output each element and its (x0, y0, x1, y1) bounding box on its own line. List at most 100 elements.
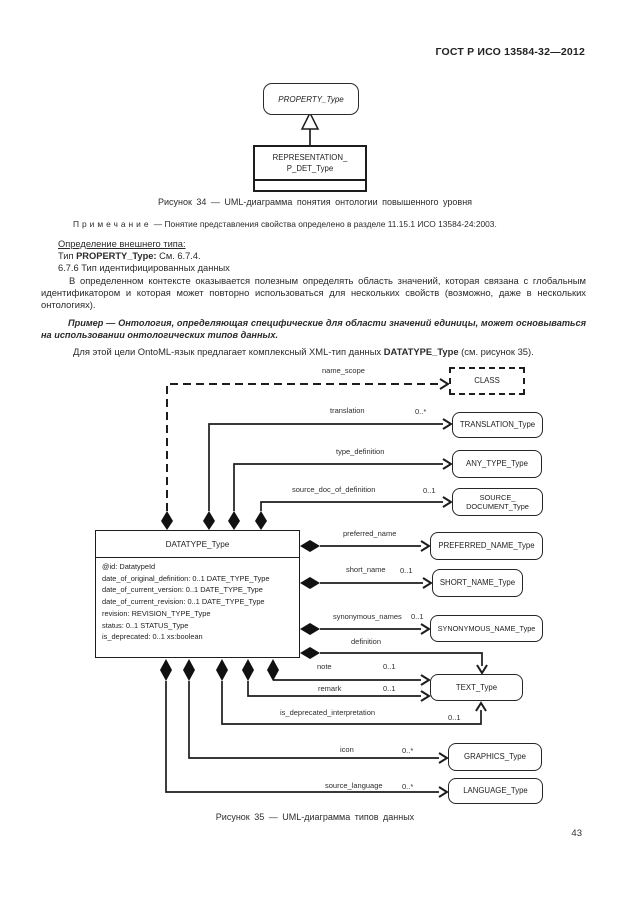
multiplicity-translation: 0..* (415, 407, 427, 416)
empty-compartment (255, 181, 365, 190)
connector-remark (247, 681, 421, 697)
paragraph2-prefix: Для этой цели OntoML-язык предлагает ком… (73, 346, 384, 357)
connector-name-scope (166, 383, 440, 511)
uml-class-class: CLASS (449, 367, 525, 395)
multiplicity-icon: 0..* (402, 746, 414, 755)
uml-class-source-document-type: SOURCE_ DOCUMENT_Type (452, 488, 543, 516)
arrowhead-preferred-name-icon (420, 540, 431, 552)
association-label-is-deprecated-interpretation: is_deprecated_interpretation (280, 708, 376, 717)
property-type-label: PROPERTY_Type (278, 94, 344, 104)
diamond-type-definition-icon (228, 511, 240, 530)
attribute-date-of-current-revision: date_of_current_revision: 0..1 DATE_TYPE… (102, 597, 265, 607)
association-label-short-name: short_name (346, 565, 386, 574)
diamond-preferred-name-icon (300, 540, 320, 552)
uml-class-language-type: LANGUAGE_Type (448, 778, 543, 804)
arrowhead-remark-icon (420, 690, 431, 702)
document-number: ГОСТ Р ИСО 13584-32—2012 (435, 46, 585, 58)
association-label-translation: translation (330, 406, 365, 415)
type-see-ref: См. 6.7.4. (156, 251, 201, 261)
diamond-note-icon (267, 659, 279, 681)
datatype-title: DATATYPE_Type (96, 531, 299, 558)
uml-class-property-type: PROPERTY_Type (263, 83, 359, 115)
note-word: Примечание (73, 219, 152, 229)
note-paragraph: Примечание — Понятие представления свойс… (73, 219, 497, 229)
attribute-date-of-original-definition: date_of_original_definition: 0..1 DATE_T… (102, 573, 270, 583)
diamond-source-language-icon (160, 659, 172, 681)
arrowhead-icon-icon (438, 752, 449, 764)
multiplicity-remark: 0..1 (383, 684, 396, 693)
paragraph2-suffix: (см. рисунок 35). (458, 346, 534, 357)
arrowhead-synonymous-names-icon (420, 623, 431, 635)
diamond-short-name-icon (300, 577, 320, 589)
connector-icon (188, 681, 439, 759)
association-label-note: note (317, 662, 332, 671)
body-paragraph-1: В определенном контексте оказывается пол… (41, 275, 586, 310)
arrowhead-note-icon (420, 674, 431, 686)
multiplicity-source-doc-of-definition: 0..1 (423, 486, 436, 495)
diamond-source-doc-icon (255, 511, 267, 530)
diamond-icon-icon (183, 659, 195, 681)
uml-class-short-name-type: SHORT_NAME_Type (432, 569, 523, 597)
multiplicity-short-name: 0..1 (400, 566, 413, 575)
arrowhead-is-deprecated-icon (475, 701, 487, 712)
arrowhead-source-doc-icon (442, 496, 453, 508)
uml-class-representation-p-det-type: REPRESENTATION_ P_DET_Type (253, 145, 367, 192)
connector-is-deprecated-interpretation (221, 681, 482, 725)
attribute-is-deprecated: is_deprecated: 0..1 xs:boolean (102, 632, 203, 642)
association-label-name-scope: name_scope (322, 366, 365, 375)
diamond-definition-icon (300, 647, 320, 659)
diamond-is-deprecated-icon (216, 659, 228, 681)
example-paragraph: Пример — Онтология, определяющая специфи… (41, 318, 586, 340)
association-label-remark: remark (318, 684, 342, 693)
diamond-remark-icon (242, 659, 254, 681)
arrowhead-short-name-icon (422, 577, 433, 589)
uml-class-any-type-type: ANY_TYPE_Type (452, 450, 542, 478)
connector-source-language (165, 681, 439, 793)
diamond-name-scope-icon (161, 511, 173, 530)
connector-source-doc-of-definition (260, 501, 443, 511)
external-type-heading: Определение внешнего типа: (58, 239, 186, 249)
body-paragraph-2: Для этой цели OntoML-язык предлагает ком… (41, 346, 534, 357)
connector-type-definition (233, 463, 443, 511)
association-label-source-doc-of-definition: source_doc_of_definition (292, 485, 376, 494)
arrowhead-definition-icon (476, 664, 488, 675)
paragraph2-datatype-bold: DATATYPE_Type (383, 346, 459, 357)
arrowhead-type-definition-icon (442, 458, 453, 470)
figure34-caption: Рисунок 34 — UML-диаграмма понятия онтол… (157, 197, 473, 207)
multiplicity-is-deprecated-interpretation: 0..1 (448, 713, 461, 722)
diamond-synonymous-names-icon (300, 623, 320, 635)
uml-class-translation-type: TRANSLATION_Type (452, 412, 543, 438)
association-label-icon: icon (340, 745, 354, 754)
multiplicity-note: 0..1 (383, 662, 396, 671)
arrowhead-translation-icon (442, 418, 453, 430)
attribute-date-of-current-version: date_of_current_version: 0..1 DATE_TYPE_… (102, 585, 263, 595)
aggregation-diamonds (160, 511, 320, 681)
attribute-status: status: 0..1 STATUS_Type (102, 620, 189, 630)
datatype-attributes: @id: DatatypeId date_of_original_definit… (96, 558, 299, 643)
figure35-caption: Рисунок 35 — UML-диаграмма типов данных (215, 812, 415, 822)
association-label-source-language: source_language (325, 781, 383, 790)
connector-definition (320, 652, 483, 666)
attribute-id: @id: DatatypeId (102, 562, 156, 571)
note-text: — Понятие представления свойства определ… (151, 219, 497, 229)
association-label-preferred-name: preferred_name (343, 529, 397, 538)
association-label-type-definition: type_definition (336, 447, 385, 456)
multiplicity-synonymous-names: 0..1 (411, 612, 424, 621)
association-label-definition: definition (351, 637, 382, 646)
connector-translation (208, 423, 443, 511)
association-label-synonymous-names: synonymous_names (333, 612, 402, 621)
subclause-heading: 6.7.6 Тип идентифицированных данных (58, 263, 230, 273)
uml-class-datatype-type: DATATYPE_Type @id: DatatypeId date_of_or… (95, 530, 300, 658)
page-number: 43 (571, 828, 582, 839)
attribute-revision: revision: REVISION_TYPE_Type (102, 608, 211, 618)
uml-class-synonymous-name-type: SYNONYMOUS_NAME_Type (430, 615, 543, 642)
type-name-bold: PROPERTY_Type: (76, 251, 157, 261)
generalization-triangle-icon (300, 111, 320, 130)
arrowhead-source-language-icon (438, 786, 449, 798)
uml-class-preferred-name-type: PREFERRED_NAME_Type (430, 532, 543, 560)
arrowhead-name-scope-icon (439, 378, 450, 390)
uml-class-text-type: TEXT_Type (430, 674, 523, 701)
type-prefix: Тип (58, 251, 77, 261)
